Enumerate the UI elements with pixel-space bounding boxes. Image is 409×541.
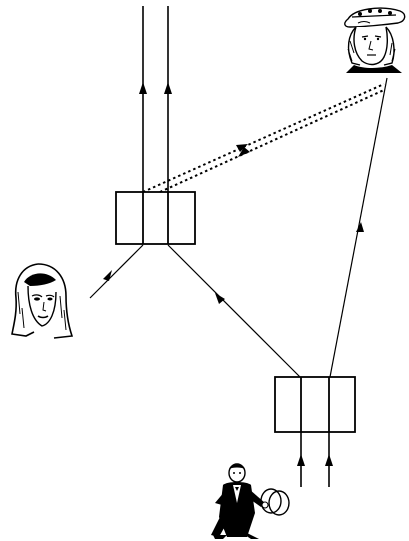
arrowhead-output-left — [139, 82, 147, 94]
king-to-upper-box-dotted-2 — [159, 89, 385, 193]
lower-to-upper-beam — [167, 244, 301, 378]
lower-box-to-upper-box — [167, 244, 301, 378]
arrowhead-dotted-1 — [236, 144, 248, 152]
king-with-hat-icon — [344, 7, 406, 73]
arrowhead-dotted-2 — [238, 147, 250, 157]
woman-to-upper-box — [89, 244, 144, 299]
lower-detector-box — [274, 376, 356, 433]
arrowhead-input-left — [297, 454, 305, 466]
king-to-upper-box-dotted-1 — [142, 83, 385, 193]
arrowhead-woman — [103, 270, 112, 281]
upper-detector-box — [115, 191, 196, 245]
arrowhead-output-right — [164, 82, 172, 94]
dotted-links — [142, 83, 385, 193]
arrowhead-input-right — [325, 454, 333, 466]
input-beams — [297, 432, 333, 487]
arrowhead-lower-to-upper — [215, 293, 225, 304]
magician-with-rings-icon — [211, 463, 290, 539]
output-beams — [139, 6, 172, 192]
woman-beam — [89, 244, 144, 299]
woman-portrait-icon — [11, 263, 74, 339]
arrowhead-lower-to-king — [356, 222, 364, 232]
